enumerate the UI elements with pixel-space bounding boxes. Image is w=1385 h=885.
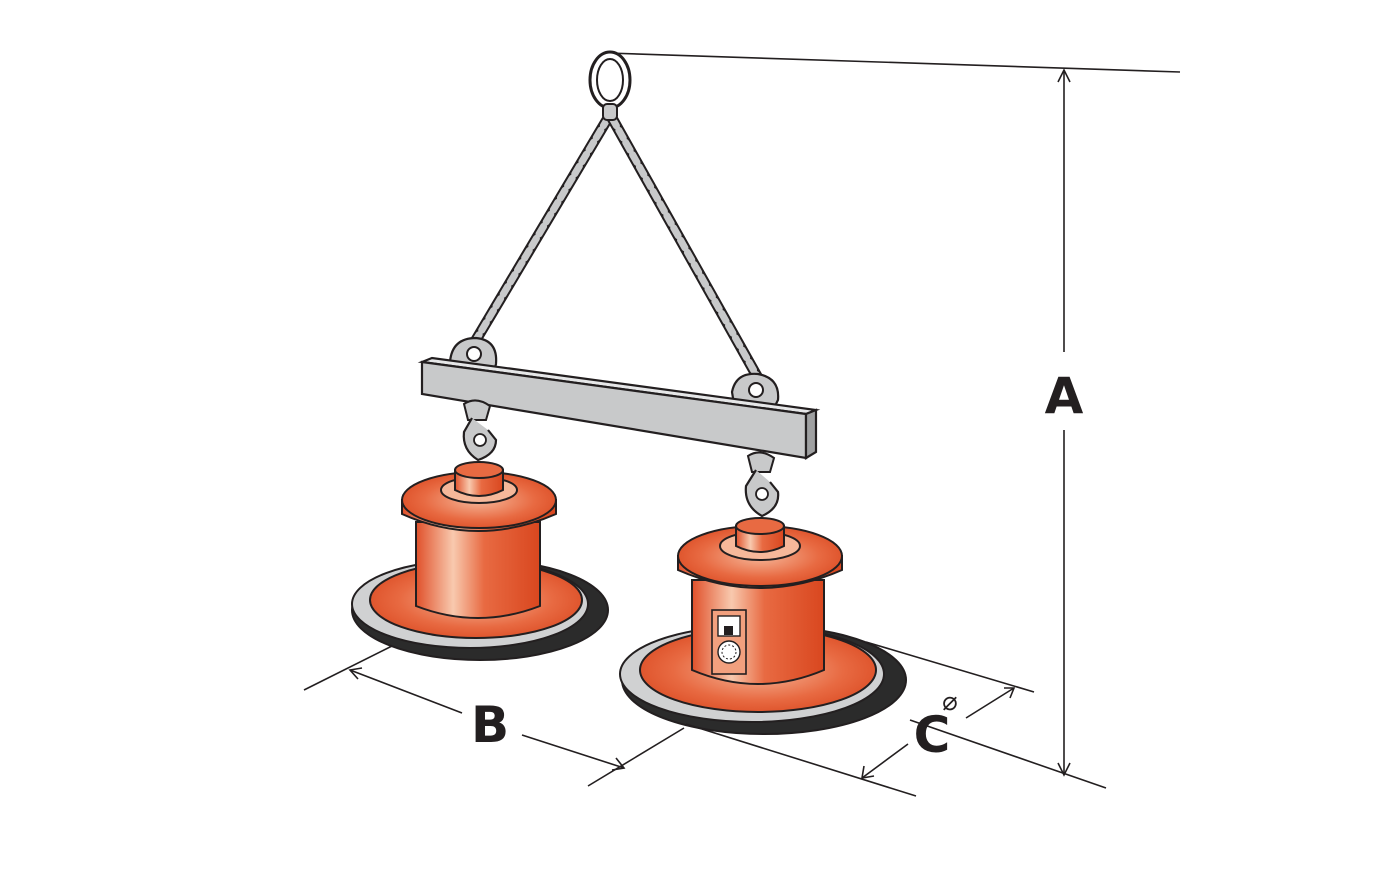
magnet-right [619,517,907,735]
hook-left [462,399,498,462]
dimension-a: A [1045,68,1084,777]
dial-icon [717,640,741,664]
lifting-chains [464,112,764,384]
master-ring [588,50,632,121]
hook-right [744,451,780,518]
control-panel [711,609,747,675]
diameter-symbol: ⌀ [942,687,958,717]
dimension-a-label: A [1045,367,1084,425]
dimension-b-label: B [471,696,509,754]
dimension-c: ⌀ C [685,641,1035,797]
dimension-c-label: C [914,706,951,764]
magnet-left [351,461,609,661]
spreader-beam [417,356,821,460]
dimension-b: B [303,645,685,787]
top-reference-line [606,52,1181,73]
floor-reference-line [909,719,1107,789]
